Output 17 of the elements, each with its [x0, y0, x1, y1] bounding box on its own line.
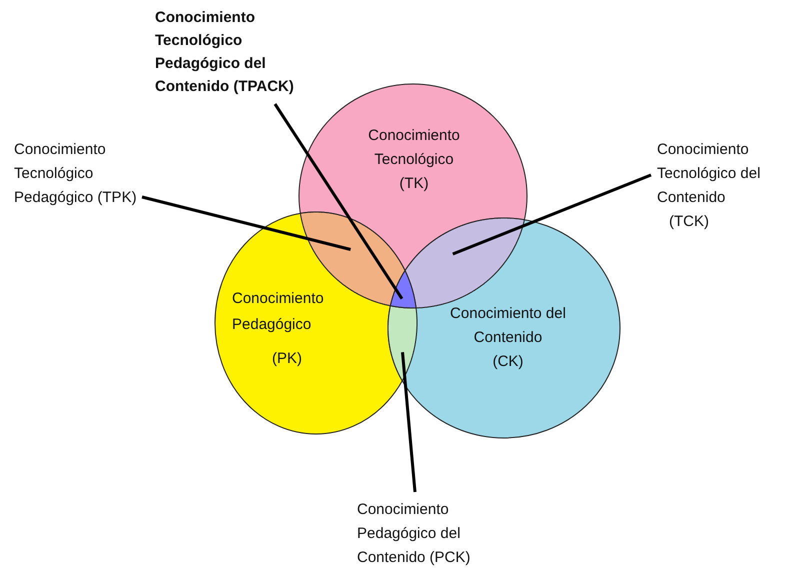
- callout-abbreviation: (TCK): [668, 212, 710, 232]
- leader-line: [401, 352, 416, 492]
- callout-label: Conocimiento Pedagógico del Contenido (PCK): [357, 500, 472, 568]
- callout-label: Conocimiento Tecnológico Pedagógico del Contenido (TPACK): [155, 8, 295, 97]
- circle-label: Conocimiento Pedagógico: [232, 289, 325, 335]
- leader-line: [142, 196, 351, 251]
- overlap-region: [390, 270, 416, 308]
- overlap-region: [404, 218, 525, 308]
- callout-label: Conocimiento Tecnológico del Contenido: [657, 140, 762, 208]
- circle-abbreviation: (PK): [271, 349, 303, 369]
- callout-label: Conocimiento Tecnológico Pedagógico (TPK): [14, 140, 138, 208]
- circle-abbreviation: (TK): [398, 174, 430, 194]
- circle-label: Conocimiento Tecnológico: [367, 126, 461, 170]
- leader-line: [274, 103, 404, 300]
- circle-label: Conocimiento del Contenido: [449, 304, 567, 348]
- circle-abbreviation: (CK): [492, 352, 524, 372]
- overlap-region: [388, 305, 418, 382]
